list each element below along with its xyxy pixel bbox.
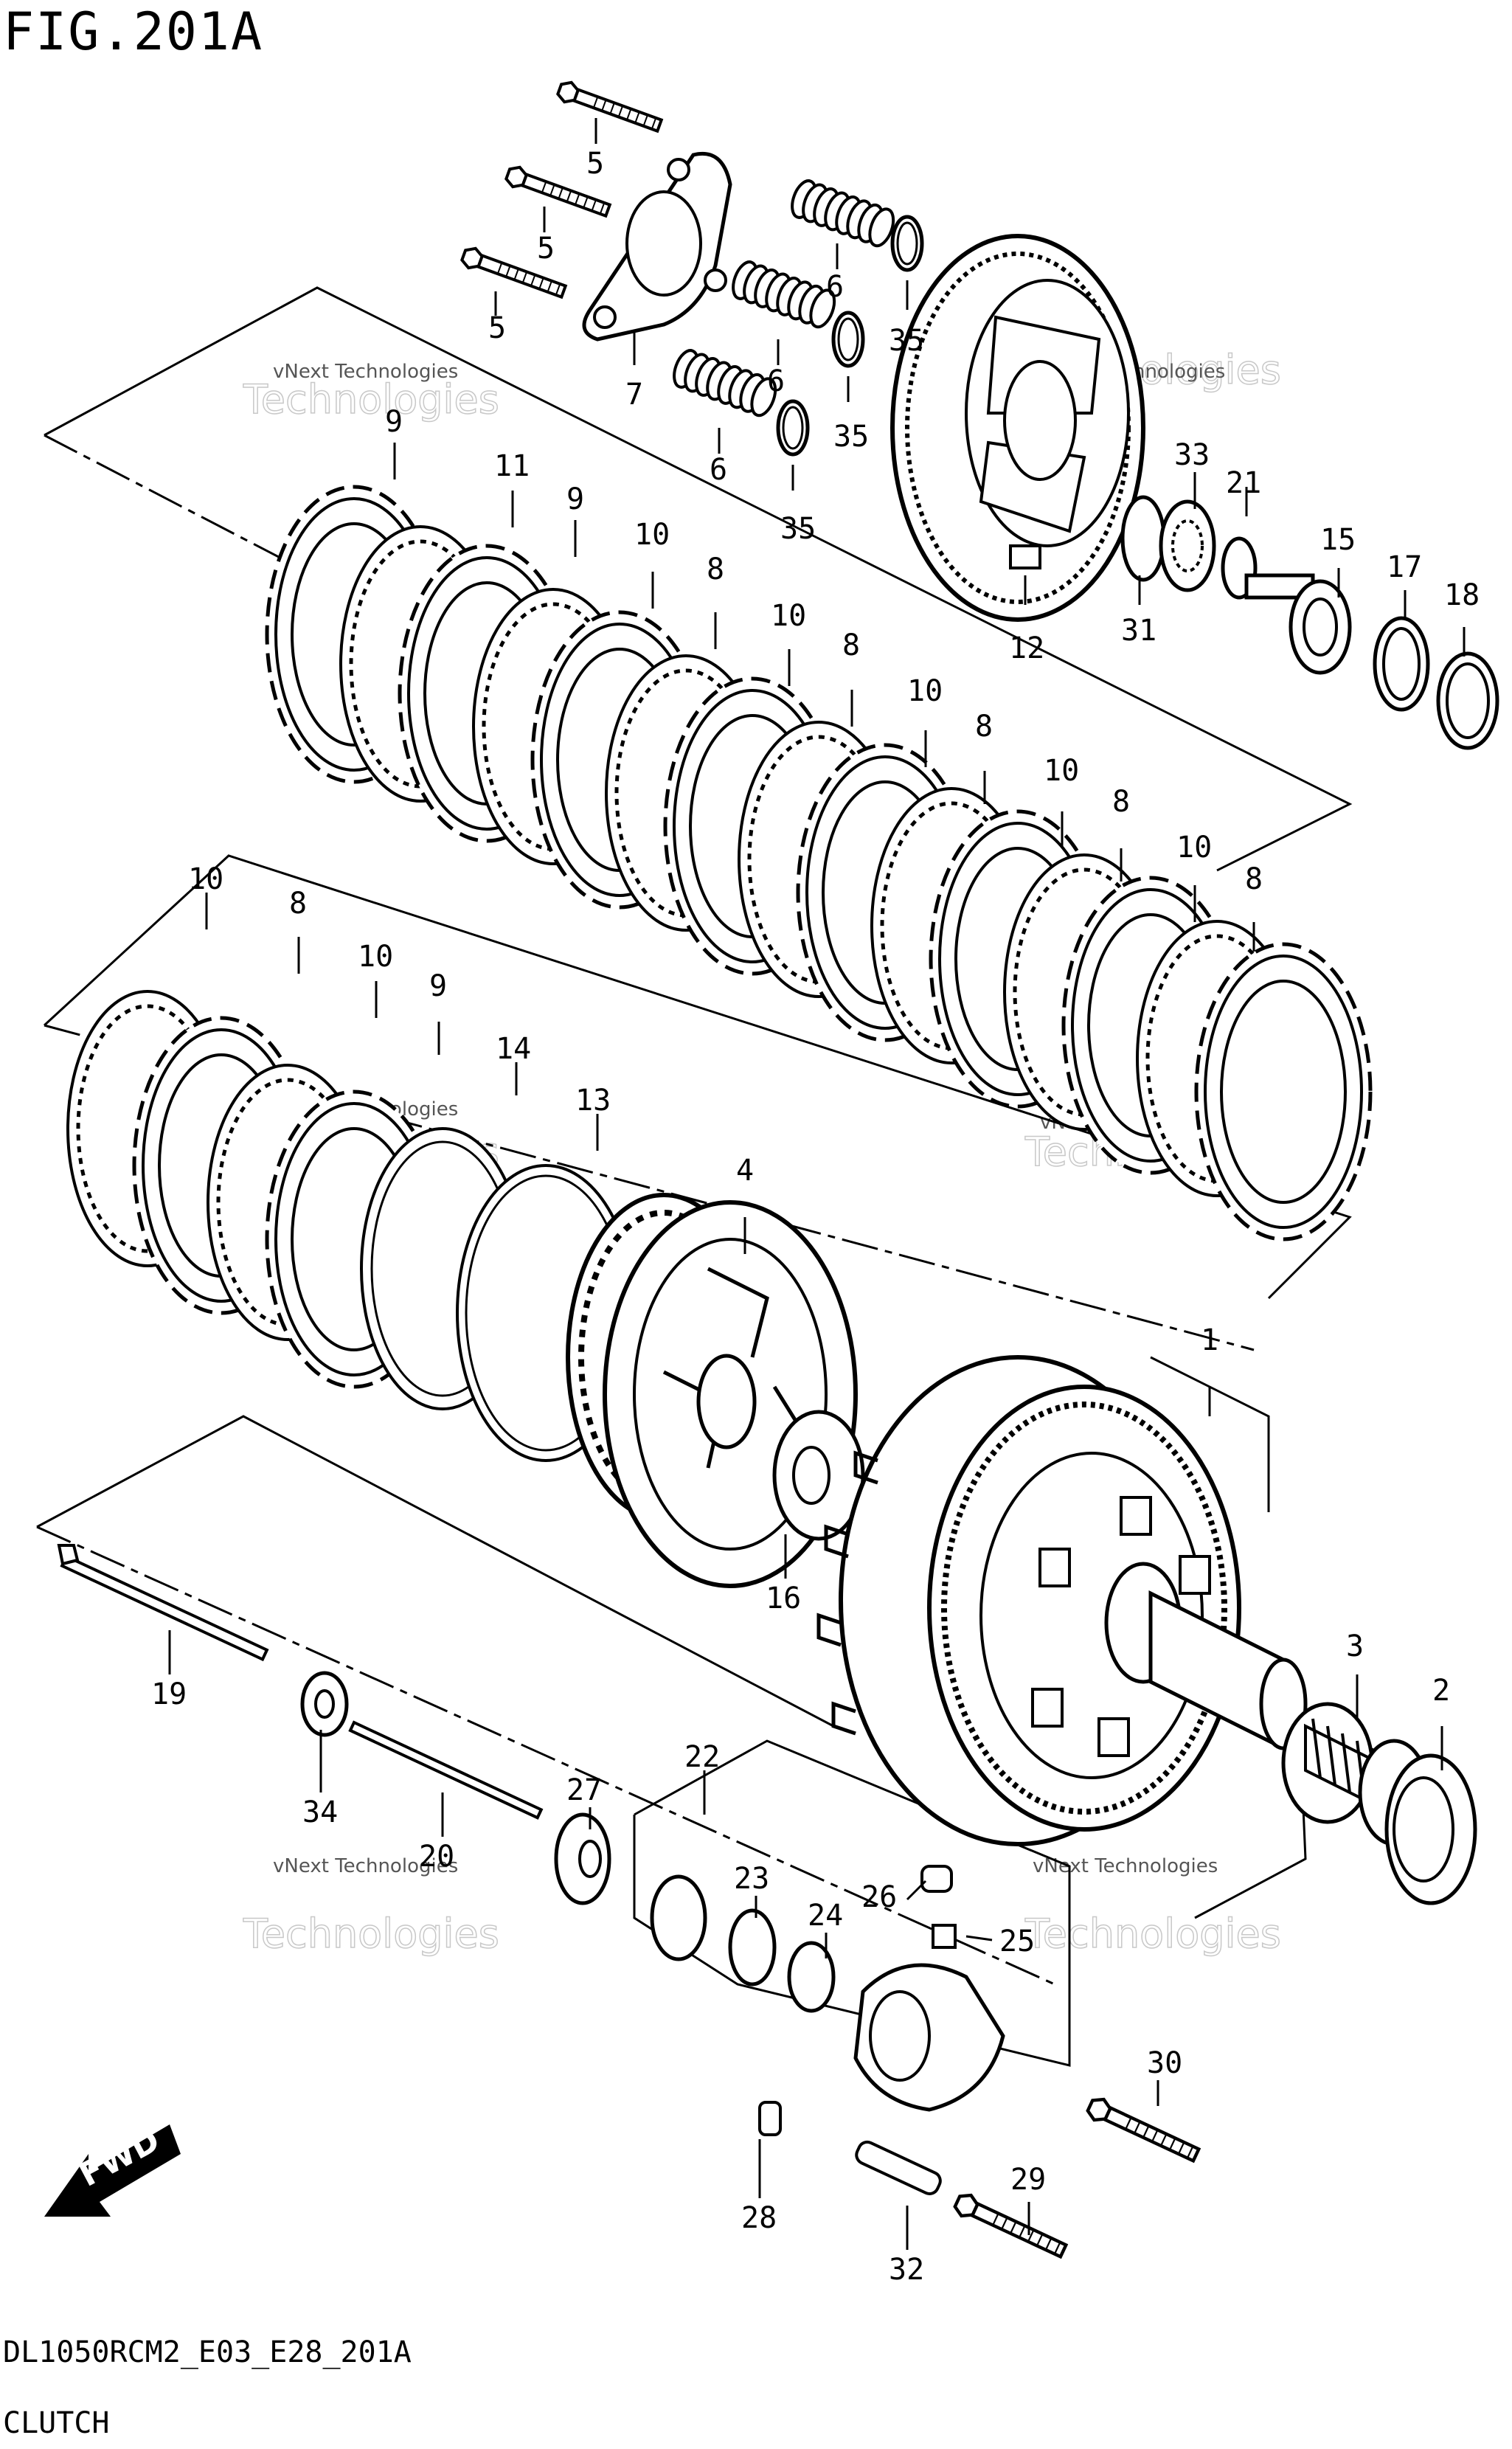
callout-34: 34 (302, 1795, 338, 1829)
callout-35: 35 (833, 420, 869, 454)
callout-2: 2 (1432, 1674, 1450, 1708)
callout-8: 8 (707, 553, 724, 586)
callout-25: 25 (999, 1925, 1035, 1958)
callout-3: 3 (1346, 1629, 1364, 1663)
callout-22: 22 (684, 1740, 720, 1774)
leaders (168, 118, 1466, 2250)
callout-10: 10 (1044, 754, 1079, 788)
callout-8: 8 (1112, 785, 1130, 819)
callout-23: 23 (734, 1862, 769, 1896)
fwd-indicator: FWD (44, 2121, 181, 2217)
pressure-plate (890, 234, 1145, 622)
callout-26: 26 (861, 1880, 897, 1914)
thrust-washer (772, 1410, 865, 1541)
callout-35: 35 (889, 324, 924, 358)
callout-31: 31 (1121, 614, 1156, 648)
callout-28: 28 (741, 2201, 777, 2235)
watermark-big-5: Technologies (243, 1911, 499, 1957)
figure-title: FIG.201A (3, 1, 264, 62)
callout-8: 8 (975, 710, 993, 744)
callout-8: 8 (289, 887, 307, 921)
callout-5: 5 (537, 232, 555, 266)
callout-21: 21 (1226, 466, 1261, 500)
callout-11: 11 (494, 449, 530, 483)
callout-35: 35 (780, 512, 816, 546)
callout-10: 10 (771, 599, 806, 633)
callout-16: 16 (766, 1582, 801, 1615)
callout-27: 27 (566, 1773, 602, 1807)
callout-8: 8 (1245, 862, 1263, 896)
callout-10: 10 (634, 518, 670, 552)
callout-30: 30 (1147, 2046, 1182, 2080)
lifter-plate (582, 151, 732, 342)
callout-19: 19 (151, 1677, 187, 1711)
release-cylinder (650, 1865, 1005, 2136)
primary-driven-gear (816, 1355, 1308, 1846)
callout-20: 20 (419, 1840, 454, 1874)
callout-10: 10 (358, 940, 393, 974)
watermark-big-6: Technologies (1024, 1911, 1281, 1957)
watermark-big-1: Technologies (243, 376, 499, 423)
callout-10: 10 (188, 862, 223, 896)
callout-15: 15 (1320, 523, 1356, 557)
callout-9: 9 (566, 482, 584, 516)
callout-17: 17 (1387, 550, 1422, 584)
cylinder-bolts (855, 2095, 1201, 2261)
part-callouts: 5 5 5 7 6 6 6 35 35 35 9 11 9 10 8 10 8 … (151, 147, 1480, 2287)
callout-24: 24 (808, 1899, 843, 1933)
callout-5: 5 (586, 147, 604, 181)
callout-18: 18 (1444, 578, 1480, 612)
callout-13: 13 (575, 1084, 611, 1118)
callout-6: 6 (826, 270, 844, 304)
figure-name: CLUTCH (3, 2406, 110, 2440)
callout-32: 32 (889, 2253, 924, 2287)
figure-code: DL1050RCM2_E03_E28_201A (3, 2335, 412, 2369)
clutch-plates-lower (68, 991, 636, 1462)
callout-7: 7 (625, 378, 643, 412)
callout-10: 10 (1176, 831, 1212, 865)
spacer-washer (1384, 1753, 1477, 1905)
callout-14: 14 (496, 1032, 531, 1066)
watermark-small-5: vNext Technologies (273, 1855, 458, 1877)
watermark-small-6: vNext Technologies (1033, 1855, 1218, 1877)
callout-8: 8 (842, 628, 860, 662)
callout-6: 6 (710, 453, 727, 487)
callout-10: 10 (907, 674, 943, 708)
callout-5: 5 (488, 311, 506, 345)
callout-9: 9 (429, 969, 447, 1003)
callout-6: 6 (767, 364, 785, 398)
push-rod-assembly (57, 1544, 611, 1905)
watermark-small-1: vNext Technologies (273, 361, 458, 383)
callout-33: 33 (1174, 438, 1210, 472)
callout-9: 9 (385, 405, 403, 439)
callout-12: 12 (1009, 631, 1044, 665)
callout-1: 1 (1201, 1323, 1218, 1357)
callout-4: 4 (736, 1154, 754, 1188)
callout-29: 29 (1010, 2163, 1046, 2197)
release-parts-upper (1120, 495, 1499, 750)
